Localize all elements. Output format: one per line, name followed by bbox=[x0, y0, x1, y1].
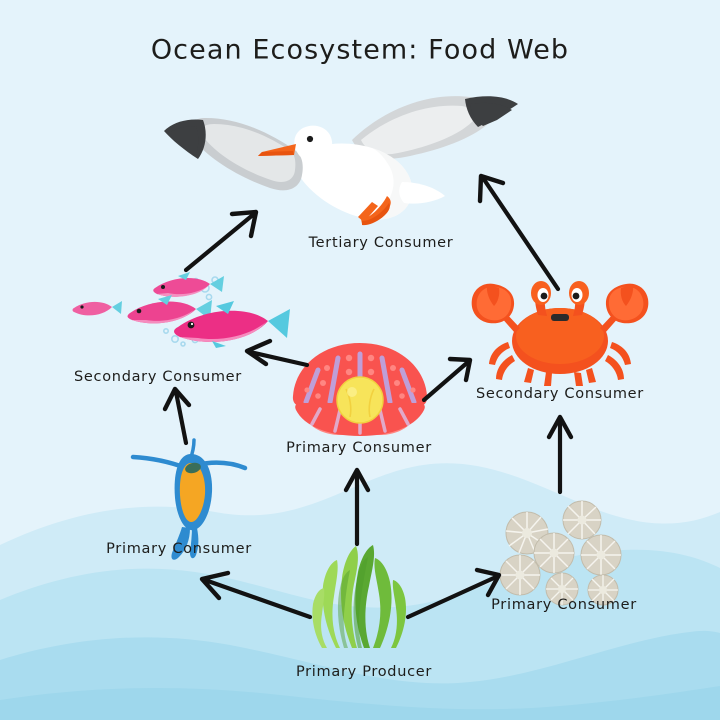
crab-claw-left bbox=[471, 283, 515, 324]
label-primary-producer-seaweed: Primary Producer bbox=[295, 664, 433, 680]
label-primary-consumer-mussel: Primary Consumer bbox=[106, 541, 252, 557]
fish-mid-lower bbox=[127, 295, 212, 324]
barnacle bbox=[505, 511, 549, 555]
label-secondary-consumer-fish: Secondary Consumer bbox=[74, 369, 242, 385]
arrow-barnacle-to-crab bbox=[546, 414, 574, 495]
seagull-eye bbox=[306, 135, 314, 143]
barnacle bbox=[533, 532, 575, 574]
barnacle bbox=[580, 534, 622, 576]
label-secondary-consumer-crab: Secondary Consumer bbox=[476, 386, 644, 402]
barnacle bbox=[587, 574, 619, 606]
fish-small bbox=[72, 301, 122, 316]
label-primary-consumer-scallop: Primary Consumer bbox=[286, 440, 432, 456]
wave-band-bottom bbox=[0, 686, 720, 720]
page-title: Ocean Ecosystem: Food Web bbox=[150, 34, 570, 66]
barnacle bbox=[499, 554, 541, 596]
seagull-foot-left bbox=[358, 202, 378, 222]
mussel-flesh bbox=[179, 463, 206, 523]
seagull-foot-right bbox=[361, 196, 391, 225]
arrow-fish-to-seagull bbox=[183, 209, 259, 273]
fish-school-illustration bbox=[72, 272, 290, 348]
arrow-seaweed-to-scallop bbox=[343, 467, 371, 547]
label-primary-consumer-barnacle: Primary Consumer bbox=[491, 597, 637, 613]
mussel-illustration bbox=[130, 438, 248, 560]
arrow-crab-to-seagull bbox=[477, 173, 561, 292]
barnacle bbox=[545, 572, 579, 606]
crab-illustration bbox=[471, 281, 649, 386]
seaweed-illustration bbox=[312, 545, 406, 648]
fish-large bbox=[174, 301, 290, 348]
seagull-illustration bbox=[164, 96, 518, 226]
fish-mid-upper bbox=[153, 272, 224, 297]
arrow-scallop-to-crab bbox=[421, 356, 473, 403]
barnacle-cluster-illustration bbox=[499, 500, 622, 606]
label-tertiary-consumer-seagull: Tertiary Consumer bbox=[308, 235, 454, 251]
scallop-illustration bbox=[292, 343, 428, 436]
arrow-seaweed-to-mussel bbox=[199, 570, 313, 620]
arrow-mussel-to-fish bbox=[162, 386, 192, 446]
crab-mouth bbox=[551, 314, 569, 321]
barnacle bbox=[562, 500, 602, 540]
arrow-seaweed-to-barnacle bbox=[405, 567, 502, 620]
crab-claw-right bbox=[605, 283, 649, 324]
arrow-scallop-to-fish bbox=[244, 338, 310, 368]
